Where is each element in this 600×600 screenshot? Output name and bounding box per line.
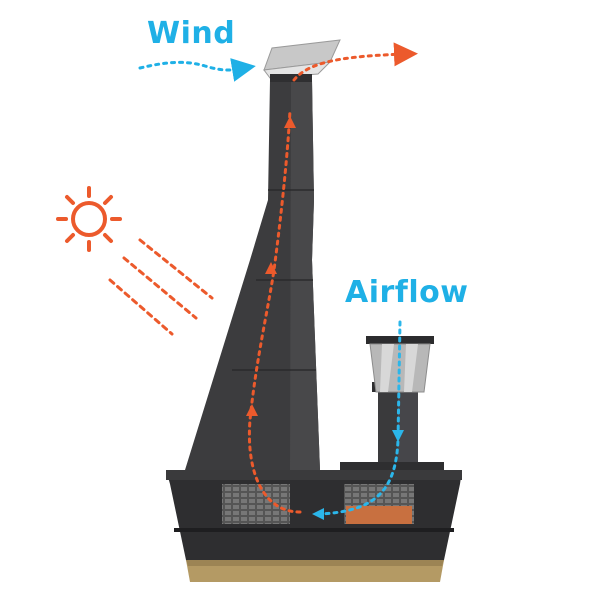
intake-airflow-arrow [316, 320, 402, 516]
rising-airflow-arrowheads [246, 116, 296, 416]
chimney-tower [185, 80, 320, 470]
airflow-label: Airflow [345, 275, 469, 310]
wind-label: Wind [147, 16, 236, 51]
rising-airflow-arrow [247, 108, 302, 514]
wind-arrow [138, 58, 256, 82]
sun-icon [56, 186, 122, 252]
base-lid-right [340, 462, 444, 470]
base-container [166, 470, 462, 582]
intake-airflow-arrowheads [312, 430, 404, 520]
base-tray-left [222, 484, 290, 524]
sun-ray-lines [108, 238, 214, 336]
base-tray-right [344, 484, 414, 524]
exhaust-arrow [292, 42, 418, 82]
